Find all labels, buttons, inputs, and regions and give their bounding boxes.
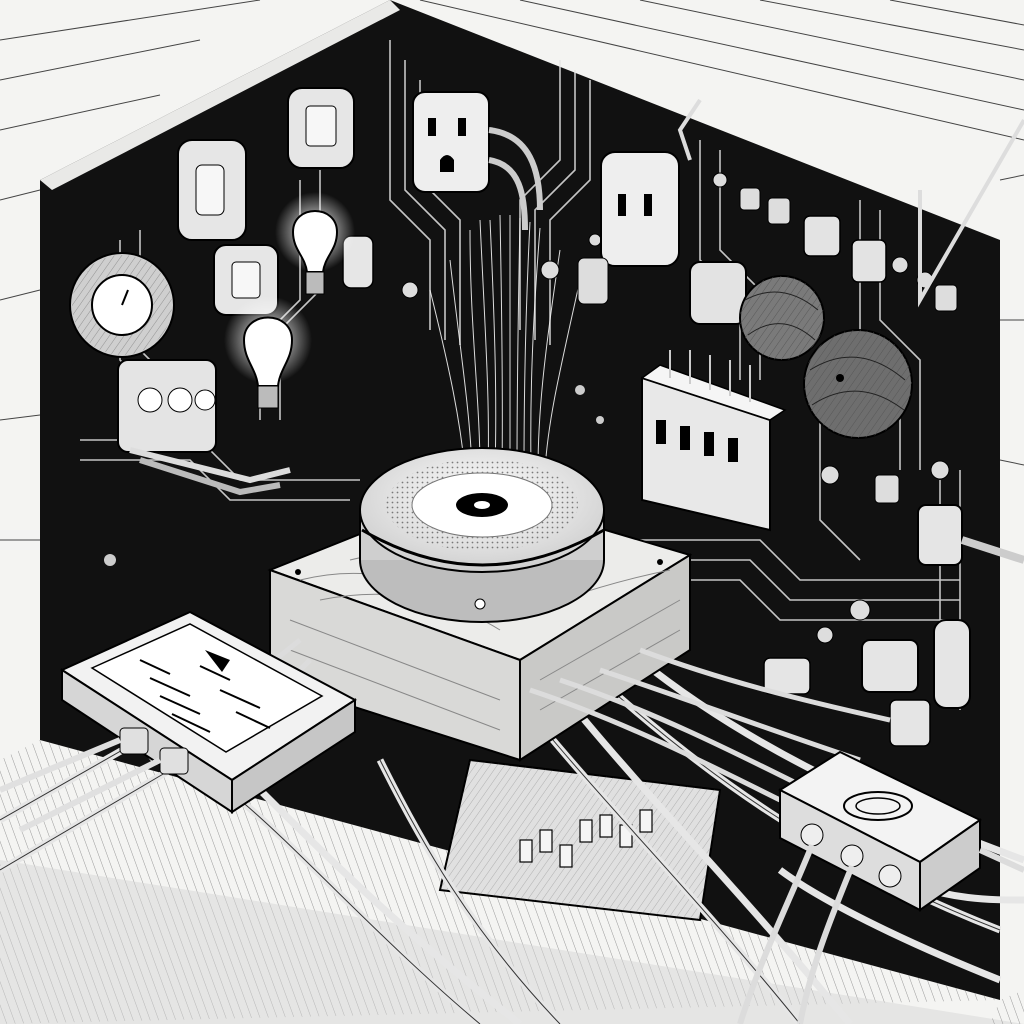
right-plugs bbox=[763, 504, 1024, 747]
background-grid-lines bbox=[0, 0, 1024, 541]
bulb-upper bbox=[275, 192, 355, 295]
yarn-ball-right bbox=[803, 329, 913, 439]
wall-switches bbox=[177, 87, 374, 316]
floor-right bbox=[990, 990, 1024, 1024]
handheld-device bbox=[0, 610, 357, 833]
triple-socket-left bbox=[117, 359, 291, 496]
wall-edge-top bbox=[40, 0, 400, 190]
smart-home-hub bbox=[359, 447, 605, 623]
thermostat-dial bbox=[69, 252, 175, 358]
sensor-boxes bbox=[689, 215, 887, 325]
outlet-top-center bbox=[412, 91, 543, 231]
radiating-fibers bbox=[429, 214, 581, 471]
bulb-lower bbox=[224, 296, 312, 409]
power-splitter-box bbox=[737, 750, 1024, 1024]
outlet-top-right bbox=[577, 151, 680, 305]
outlet-multi bbox=[640, 350, 787, 532]
yarn-ball-left bbox=[739, 275, 825, 361]
top-right-cables bbox=[677, 98, 1024, 308]
floor-cables-outline bbox=[0, 679, 1001, 1024]
